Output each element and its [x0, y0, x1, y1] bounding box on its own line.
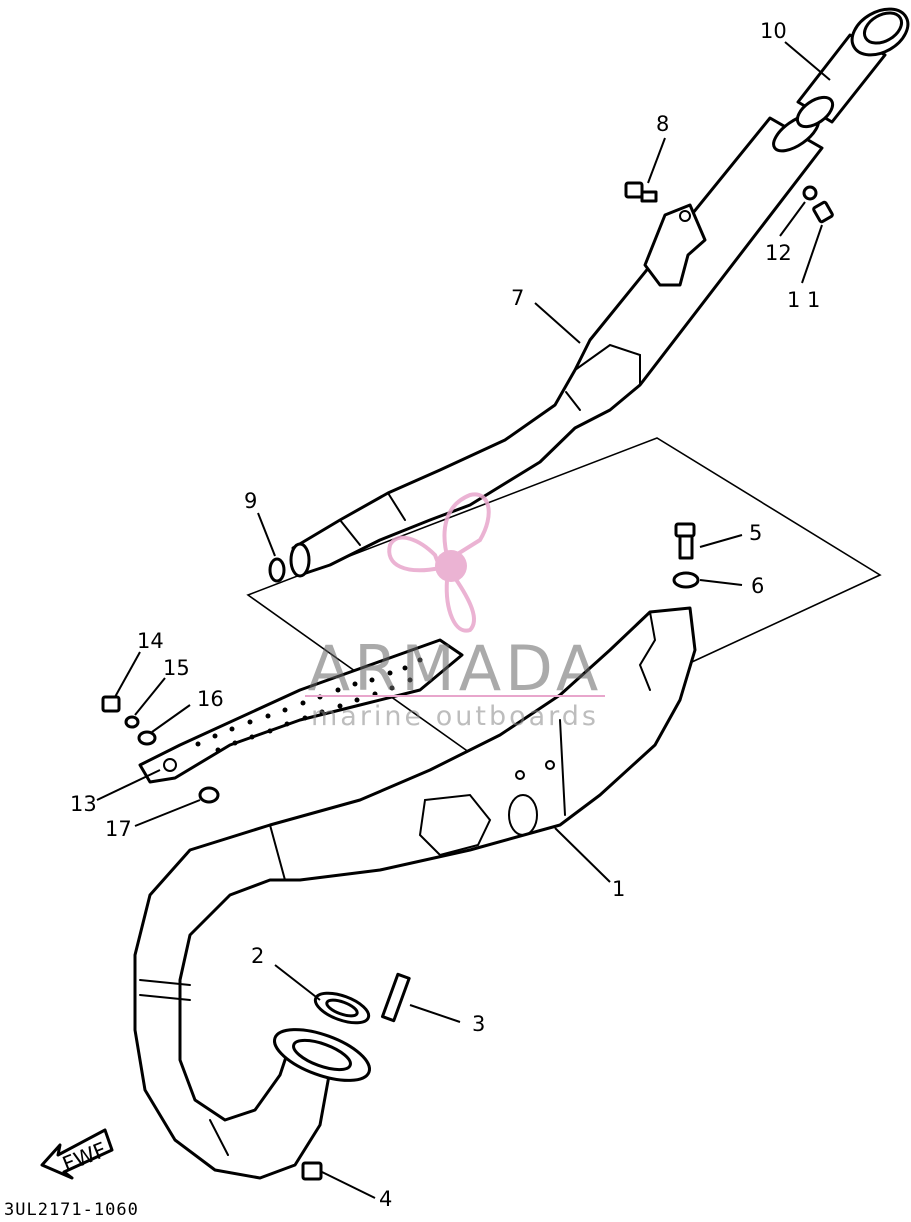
callout-4: 4 — [379, 1187, 392, 1211]
callout-14: 14 — [137, 629, 164, 653]
callout-17: 17 — [105, 817, 132, 841]
armada-watermark: ARMADA marine outboards — [305, 492, 605, 732]
bolt-part-11 — [812, 200, 834, 224]
washer-part-16 — [137, 730, 157, 746]
callout-6: 6 — [751, 574, 764, 598]
callout-5: 5 — [749, 521, 762, 545]
bolt-part-5 — [674, 522, 696, 560]
bolt-part-14 — [101, 695, 121, 713]
washer-part-12 — [802, 185, 818, 201]
callout-labels: 10 8 12 1 1 7 9 5 6 14 15 16 13 17 1 2 3… — [70, 19, 820, 1211]
drawing-number: 3UL2171-1060 — [4, 1200, 139, 1220]
callout-9: 9 — [244, 489, 257, 513]
callout-8: 8 — [656, 112, 669, 136]
gasket-part-2 — [313, 991, 371, 1025]
protector-part-13 — [138, 638, 464, 784]
forward-direction-arrow: FWF — [40, 1128, 114, 1180]
callout-3: 3 — [472, 1012, 485, 1036]
assembly-frame — [246, 437, 882, 761]
tail-end-pipe-part-10 — [795, 7, 910, 129]
spring-washer-part-15 — [124, 715, 140, 729]
callout-13: 13 — [70, 792, 97, 816]
gasket-part-9 — [268, 557, 286, 583]
silencer-part-7 — [289, 113, 824, 578]
washer-part-6 — [672, 571, 700, 589]
svg-text:marine outboards: marine outboards — [311, 701, 599, 732]
callout-11: 1 1 — [787, 288, 820, 312]
bolt-part-8 — [624, 181, 658, 203]
callout-15: 15 — [163, 656, 190, 680]
svg-text:FWF: FWF — [59, 1138, 110, 1177]
exhaust-pipe-part-1 — [133, 606, 697, 1180]
callout-12: 12 — [765, 241, 792, 265]
nut-part-4 — [301, 1161, 323, 1181]
callout-7: 7 — [511, 286, 524, 310]
washer-part-17 — [198, 786, 220, 804]
callout-1: 1 — [612, 877, 625, 901]
stud-bolt-part-3 — [380, 972, 411, 1023]
svg-text:ARMADA: ARMADA — [308, 632, 602, 705]
callout-2: 2 — [251, 944, 264, 968]
callout-16: 16 — [197, 687, 224, 711]
leader-lines — [96, 41, 831, 1199]
callout-10: 10 — [760, 19, 787, 43]
propeller-logo-icon — [387, 492, 491, 633]
